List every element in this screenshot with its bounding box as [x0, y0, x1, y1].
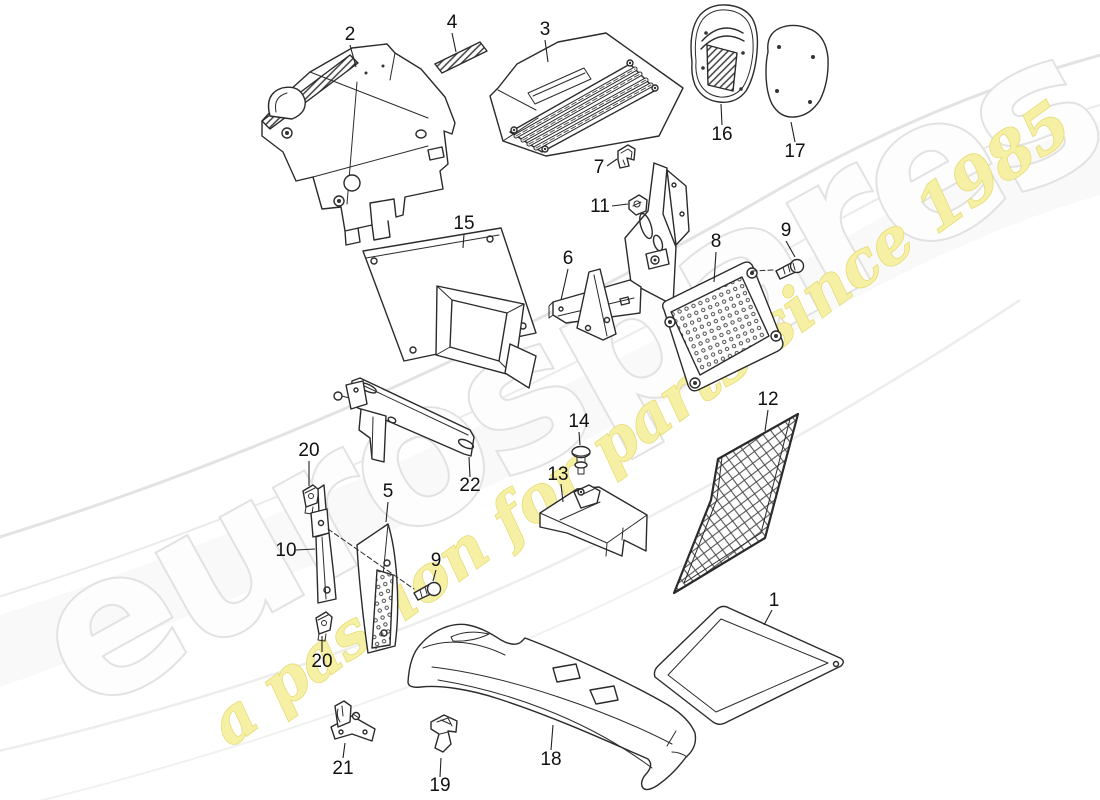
part-4-drawing	[434, 41, 488, 74]
part-label-18: 18	[540, 724, 562, 770]
part-6-drawing	[548, 162, 690, 341]
labels: 2 4 3 16 17 7 11 15	[275, 12, 805, 796]
part-17-drawing	[765, 24, 829, 118]
part-label-4: 4	[447, 12, 458, 53]
part-label-13: 13	[547, 464, 569, 503]
part-9-lower-drawing	[327, 528, 442, 601]
part-number-text: 20	[298, 440, 319, 461]
part-13-drawing	[539, 484, 648, 557]
part-11-drawing	[628, 194, 648, 216]
part-label-3: 3	[540, 19, 551, 63]
part-7-drawing	[617, 144, 636, 169]
part-label-14: 14	[568, 411, 590, 446]
part-label-20-upper: 20	[298, 440, 320, 486]
part-label-2: 2	[345, 24, 357, 68]
part-number-text: 10	[275, 540, 296, 561]
part-number-text: 4	[447, 12, 458, 33]
part-number-text: 14	[568, 411, 590, 432]
part-16-drawing	[690, 4, 759, 103]
part-label-12: 12	[757, 389, 779, 432]
part-label-20-lower: 20	[311, 636, 333, 672]
part-label-5: 5	[383, 481, 394, 523]
part-label-7: 7	[594, 157, 618, 178]
part-number-text: 19	[429, 775, 450, 796]
part-number-text: 6	[563, 248, 574, 269]
part-15-drawing	[362, 227, 537, 389]
part-number-text: 3	[540, 19, 551, 40]
part-1-drawing	[653, 605, 844, 725]
part-18-drawing	[407, 623, 697, 791]
part-2-drawing	[261, 43, 456, 246]
part-number-text: 21	[332, 758, 353, 779]
part-number-text: 22	[459, 475, 480, 496]
part-label-8: 8	[711, 231, 722, 283]
part-10-drawing	[310, 484, 337, 604]
part-label-17: 17	[784, 121, 806, 162]
part-9-upper-drawing	[751, 258, 805, 280]
part-number-text: 12	[757, 389, 778, 410]
part-number-text: 8	[711, 231, 722, 252]
part-label-1: 1	[763, 590, 780, 626]
parts	[261, 4, 844, 791]
part-number-text: 2	[345, 24, 356, 45]
part-label-19: 19	[429, 757, 451, 796]
part-number-text: 13	[547, 464, 568, 485]
part-label-11: 11	[590, 196, 629, 217]
part-label-16: 16	[711, 103, 733, 145]
part-22-drawing	[333, 377, 475, 463]
part-number-text: 18	[540, 749, 561, 770]
part-21-drawing	[330, 700, 376, 742]
part-number-text: 9	[781, 220, 792, 241]
part-label-15: 15	[453, 213, 475, 249]
part-number-text: 20	[311, 651, 332, 672]
part-number-text: 17	[784, 141, 805, 162]
part-label-6: 6	[560, 248, 574, 301]
part-label-9-lower: 9	[431, 550, 442, 582]
part-number-text: 7	[594, 157, 605, 178]
part-8-drawing	[661, 261, 784, 392]
part-number-text: 11	[590, 196, 610, 217]
part-label-9-upper: 9	[781, 220, 796, 258]
part-14-drawing	[571, 445, 591, 475]
part-number-text: 5	[383, 481, 394, 502]
part-label-10: 10	[275, 540, 316, 561]
part-label-22: 22	[459, 456, 481, 496]
part-19-drawing	[430, 714, 458, 753]
part-number-text: 9	[431, 550, 442, 571]
part-number-text: 16	[711, 124, 732, 145]
part-number-text: 1	[769, 590, 780, 611]
part-3-drawing	[489, 32, 684, 157]
part-label-21: 21	[332, 742, 354, 779]
part-number-text: 15	[453, 213, 474, 234]
part-12-drawing	[672, 412, 800, 595]
